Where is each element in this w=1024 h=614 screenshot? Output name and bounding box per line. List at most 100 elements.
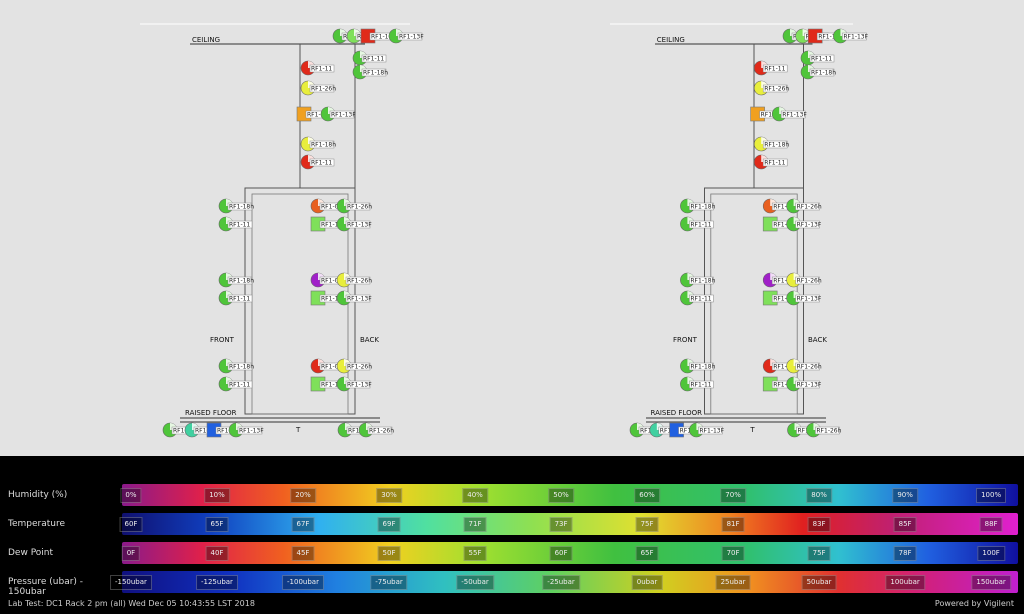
legend-tick-label: 80% [806, 488, 832, 503]
sensor-tag-label: RF1-13F [797, 382, 822, 389]
sensor-tag-label: RF1-06h [321, 364, 346, 371]
sensor-tag-box [698, 426, 723, 435]
legend-tick-label: 20% [290, 488, 316, 503]
sensor-tag-box [689, 202, 714, 211]
legend-tick-label: -75ubar [370, 575, 408, 590]
sensor-tag-label: RF1-11 [363, 56, 384, 63]
sensor-tag-label: RF1-13F [782, 112, 807, 119]
sensor-tag-label: RF1-11 [348, 428, 369, 435]
sensor-tag-box [345, 202, 371, 211]
legend-tick-label: 65F [205, 517, 229, 532]
sensor-tag-box [309, 84, 335, 93]
sensor-tag-label: RF1-11 [229, 296, 250, 303]
legend-row-label: Temperature [8, 519, 66, 529]
legend-tick-label: 60% [634, 488, 660, 503]
sensor-tag-label: RF1-13F [347, 296, 372, 303]
front-label: FRONT [210, 336, 235, 344]
sensor-tag-box [345, 362, 371, 371]
sensor-tag-box [809, 54, 835, 63]
legend-tick-label: 60F [549, 546, 573, 561]
sensor-tag-label: RF1-26h [816, 428, 841, 435]
sensor-tag-box [227, 380, 253, 389]
legend-tick-label: 10% [204, 488, 230, 503]
ceiling-label: CEILING [192, 36, 220, 44]
legend-tick-label: -150ubar [109, 575, 152, 590]
sensor-tag-label: RF1-13F [797, 296, 822, 303]
sensor-tag-label: RF1-18h [229, 278, 254, 285]
sensor-tag-label: RF1-10F [321, 296, 346, 303]
sensor-tag-label: RF1-26h [347, 278, 372, 285]
legend-tick-label: -125ubar [196, 575, 238, 590]
sensor-tag-label: RF1-06h [773, 278, 798, 285]
legend-tick-label: 83F [807, 517, 831, 532]
sensor-tag-box [762, 140, 788, 149]
floor-marker: T [749, 426, 755, 434]
legend-tick-label: 67F [291, 517, 315, 532]
sensor-tag-box [689, 294, 714, 303]
legend-tick-label: 70F [721, 546, 745, 561]
legend-tick-label: 0% [120, 488, 142, 503]
sensor-tag-label: RF1-10F [321, 382, 346, 389]
raised-floor-label: RAISED FLOOR [651, 409, 703, 417]
sensor-tag-box [309, 158, 335, 167]
legend-row-label: Humidity (%) [8, 490, 68, 500]
sensor-tag-label: RF1-13F [843, 34, 868, 41]
sensor-tag-box [809, 68, 835, 77]
back-label: BACK [360, 336, 379, 344]
color-legend-panel: Humidity (%)0%10%20%30%40%50%60%70%80%90… [0, 456, 1024, 614]
sensor-tag-label: RF1-10F [773, 382, 798, 389]
sensor-tag-label: RF1-18h [229, 204, 254, 211]
legend-tick-label: 100ubar [885, 575, 925, 590]
sensor-tag-box [795, 362, 820, 371]
sensor-tag-label: RF1-11 [811, 56, 832, 63]
sensor-tag-label: RF1-11 [690, 382, 711, 389]
raised-floor-label: RAISED FLOOR [185, 409, 237, 417]
legend-tick-label: 85F [893, 517, 917, 532]
legend-tick-label: 81F [721, 517, 745, 532]
legend-tick-label: 25ubar [715, 575, 751, 590]
legend-tick-label: 100% [976, 488, 1007, 503]
sensor-tag-label: RF1-26h [347, 364, 372, 371]
footer-status: Lab Test: DC1 Rack 2 pm (all) Wed Dec 05… [8, 599, 255, 608]
sensor-tag-box [227, 294, 253, 303]
legend-tick-label: -100ubar [282, 575, 324, 590]
sensor-tag-label: RF1-11 [195, 428, 216, 435]
sensor-tag-box [227, 220, 253, 229]
legend-tick-label: 75F [635, 517, 659, 532]
sensor-tag-box [762, 84, 788, 93]
sensor-tag-label: RF1-06h [321, 278, 346, 285]
sensor-tag-box [345, 220, 371, 229]
sensor-tag-label: RF1-10F [818, 34, 843, 41]
sensor-tag-box [227, 202, 253, 211]
sensor-tag-label: RF1-06h [773, 204, 798, 211]
sensor-tag-label: RF1-26h [764, 86, 789, 93]
legend-row-label: Dew Point [8, 548, 54, 558]
legend-tick-label: 150ubar [971, 575, 1011, 590]
legend-tick-label: 0ubar [631, 575, 663, 590]
sensor-tag-box [329, 110, 355, 119]
front-label: FRONT [673, 336, 698, 344]
sensor-tag-label: RF1-10F [307, 112, 332, 119]
legend-tick-label: 73F [549, 517, 573, 532]
sensor-tag-label: RF1-06h [321, 204, 346, 211]
sensor-tag-label: RF1-13F [699, 428, 724, 435]
sensor-tag-label: RF1-26h [311, 86, 336, 93]
sensor-tag-box [689, 380, 714, 389]
sensor-tag-label: RF1-26h [797, 278, 822, 285]
legend-tick-label: 0F [121, 546, 141, 561]
sensor-tag-label: RF1-11 [690, 296, 711, 303]
sensor-tag-box [227, 276, 253, 285]
legend-tick-label: 100F [977, 546, 1005, 561]
legend-tick-label: 50ubar [801, 575, 837, 590]
legend-color-band: 0%10%20%30%40%50%60%70%80%90%100% [120, 484, 1018, 506]
sensor-tag-label: RF1-18h [690, 204, 715, 211]
sensor-tag-label: RF1-13F [331, 112, 356, 119]
sensor-tag-label: RF1-26h [347, 204, 372, 211]
legend-tick-label: 55F [463, 546, 487, 561]
sensor-tag-label: RF1-18h [690, 278, 715, 285]
footer-powered-by: Powered by Vigilent [934, 599, 1014, 608]
sensor-tag-box [361, 68, 387, 77]
